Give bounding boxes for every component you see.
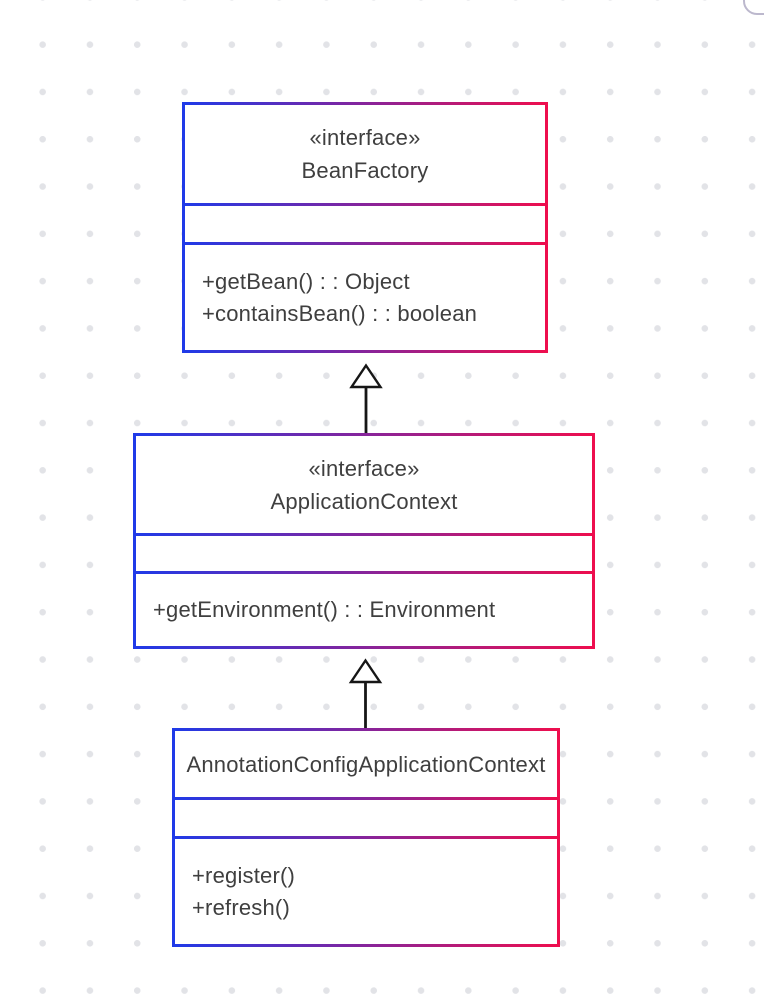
methods-compartment: +register() +refresh() <box>172 836 560 947</box>
class-title-compartment: «interface» BeanFactory <box>182 102 548 206</box>
class-title-compartment: AnnotationConfigApplicationContext <box>172 728 560 800</box>
attributes-compartment <box>182 203 548 245</box>
methods-compartment: +getBean() : : Object +containsBean() : … <box>182 242 548 353</box>
generalization-arrow-applicationcontext-to-beanfactory[interactable] <box>349 363 383 434</box>
method-item: +getBean() : : Object <box>202 268 410 294</box>
floating-panel-corner <box>743 0 764 15</box>
stereotype-label: «interface» <box>308 455 420 481</box>
class-box-annotationconfigapplicationcontext[interactable]: AnnotationConfigApplicationContext +regi… <box>172 728 560 947</box>
stereotype-label: «interface» <box>309 125 421 150</box>
method-item: +refresh() <box>192 894 290 920</box>
method-item: +containsBean() : : boolean <box>202 300 478 326</box>
class-title-compartment: «interface» ApplicationContext <box>133 433 595 536</box>
methods-compartment: +getEnvironment() : : Environment <box>133 571 595 649</box>
method-item: +getEnvironment() : : Environment <box>153 597 496 622</box>
class-name: BeanFactory <box>301 158 429 183</box>
attributes-compartment <box>133 533 595 574</box>
method-item: +register() <box>192 862 296 888</box>
class-box-applicationcontext[interactable]: «interface» ApplicationContext +getEnvir… <box>133 433 595 649</box>
class-box-beanfactory[interactable]: «interface» BeanFactory +getBean() : : O… <box>182 102 548 353</box>
attributes-compartment <box>172 797 560 839</box>
generalization-arrow-annotationconfig-to-applicationcontext[interactable] <box>348 658 383 729</box>
class-name: AnnotationConfigApplicationContext <box>186 751 546 777</box>
class-name: ApplicationContext <box>270 488 458 514</box>
